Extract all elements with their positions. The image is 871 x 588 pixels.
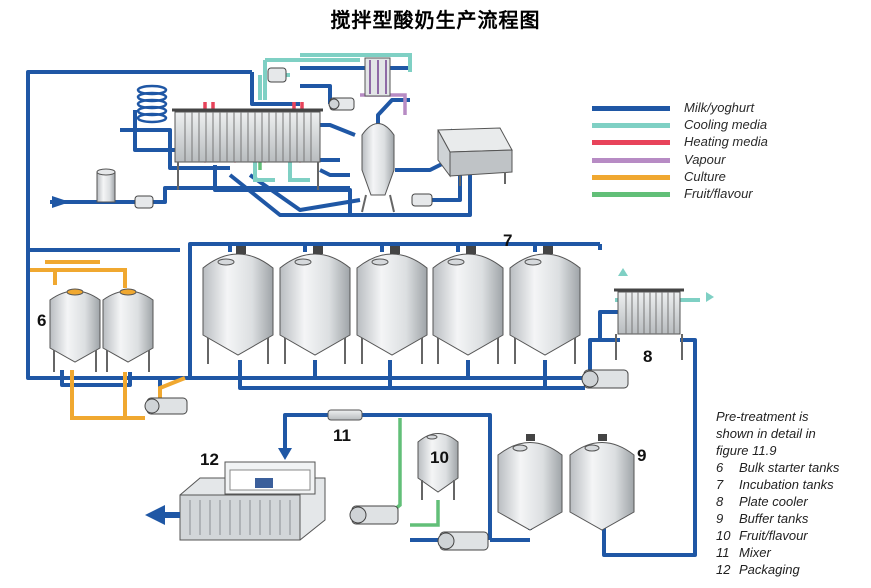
notes-panel: Pre-treatment is shown in detail in figu…: [716, 408, 839, 578]
plate-cooler: [614, 268, 714, 360]
key-text: Packaging: [739, 562, 800, 577]
buffer-tank-2: [569, 434, 635, 531]
key-text: Mixer: [739, 545, 771, 560]
label-plate-cooler: 8: [643, 347, 653, 366]
note-line: figure 11.9: [716, 443, 777, 458]
key-item: 7 Incubation tanks: [716, 476, 839, 493]
fruit-flavour-tank: [417, 433, 459, 500]
pump-top-left: [267, 67, 287, 83]
legend-label: Culture: [684, 168, 726, 184]
key-item: 6 Bulk starter tanks: [716, 459, 839, 476]
milk-inlet-arrow: [52, 196, 70, 208]
legend-swatch-culture: [592, 174, 670, 180]
key-item: 9 Buffer tanks: [716, 510, 839, 527]
legend-swatch-heating: [592, 140, 670, 146]
culture-pump: [144, 397, 188, 415]
buffer-tank-1: [497, 434, 563, 531]
key-item: 11 Mixer: [716, 544, 839, 561]
legend-label: Vapour: [684, 151, 726, 167]
legend-label: Fruit/flavour: [684, 185, 753, 201]
legend-swatch-milk: [592, 106, 670, 111]
buffer-pump: [437, 531, 489, 551]
bulk-starter-tank-1: [49, 288, 101, 372]
homogenizer: [364, 57, 391, 97]
deaerator: [361, 123, 395, 213]
pump-top-mid: [328, 97, 355, 111]
incubation-tank-1: [202, 246, 274, 364]
incubation-tank-5: [509, 246, 581, 364]
holding-coil: [136, 84, 168, 124]
key-text: Fruit/flavour: [739, 528, 808, 543]
key-text: Incubation tanks: [739, 477, 834, 492]
key-number: 11: [716, 545, 730, 560]
incubation-tank-3: [356, 246, 428, 364]
legend-swatch-cooling: [592, 123, 670, 129]
packaging-machine: [179, 461, 326, 541]
label-incubation-tanks: 7: [503, 231, 513, 250]
legend-label: Heating media: [684, 134, 768, 150]
label-mixer: 11: [333, 426, 351, 445]
key-number: 6: [716, 460, 724, 475]
plate-heat-exchanger: [172, 108, 323, 190]
key-item: 10 Fruit/flavour: [716, 527, 839, 544]
note-line: Pre-treatment is: [716, 409, 809, 424]
legend-label: Cooling media: [684, 117, 768, 133]
label-bulk-starter-tanks: 6: [37, 311, 47, 330]
label-packaging: 12: [200, 450, 219, 469]
note-line: shown in detail in: [716, 426, 816, 441]
label-buffer-tanks: 9: [637, 446, 647, 465]
key-text: Bulk starter tanks: [739, 460, 840, 475]
key-number: 7: [716, 477, 724, 492]
incubation-pump: [581, 369, 629, 389]
key-text: Plate cooler: [739, 494, 808, 509]
incubation-tank-2: [279, 246, 351, 364]
key-number: 9: [716, 511, 724, 526]
key-number: 12: [716, 562, 731, 577]
key-item: 8 Plate cooler: [716, 493, 839, 510]
raw-milk-tank: [96, 168, 154, 209]
key-number: 10: [716, 528, 731, 543]
page-title: 搅拌型酸奶生产流程图: [330, 8, 541, 32]
key-number: 8: [716, 494, 724, 509]
key-item: 12 Packaging: [716, 561, 839, 578]
incubation-tank-4: [432, 246, 504, 364]
fruit-pump: [349, 505, 399, 525]
inline-mixer: [278, 409, 363, 460]
product-outlet-arrow: [145, 505, 180, 525]
legend-swatch-fruit: [592, 191, 670, 197]
label-fruit-flavour: 10: [430, 448, 449, 467]
legend-label: Milk/yoghurt: [684, 100, 755, 115]
key-text: Buffer tanks: [739, 511, 809, 526]
legend-swatch-vapour: [592, 157, 670, 163]
bulk-starter-tank-2: [102, 288, 154, 372]
homogenizer-box: [411, 127, 513, 207]
